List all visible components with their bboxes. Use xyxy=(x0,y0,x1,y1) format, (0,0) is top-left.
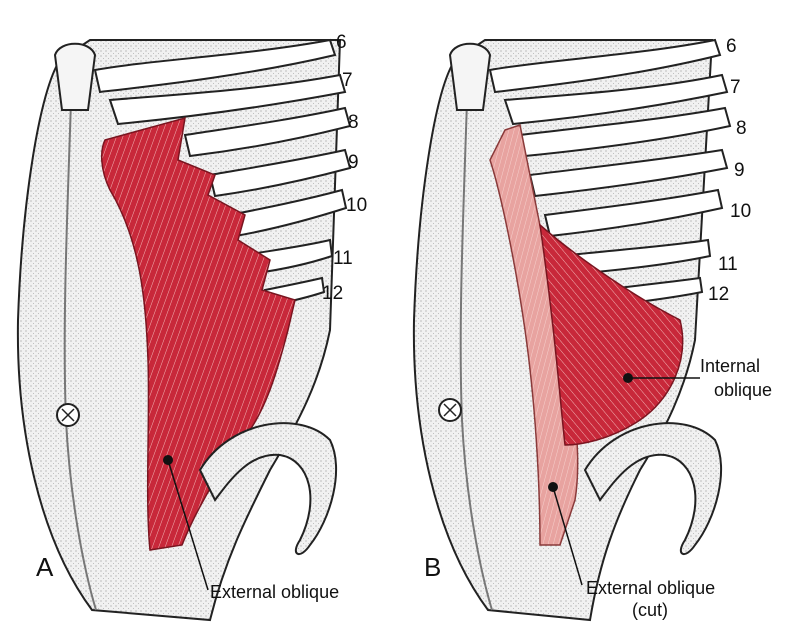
ribs-a xyxy=(93,38,352,308)
label-external-oblique-cut-line2: (cut) xyxy=(632,600,668,620)
rib-number-10-a: 10 xyxy=(346,195,368,216)
rib-number-11-a: 11 xyxy=(333,248,353,269)
rib-9-b xyxy=(528,148,729,198)
rib-number-8-b: 8 xyxy=(736,118,747,139)
umbilicus-a xyxy=(56,403,80,427)
panel-b xyxy=(412,38,732,622)
rib-8-b xyxy=(518,106,732,158)
label-external-oblique-a: External oblique xyxy=(210,582,340,602)
rib-number-9-a: 9 xyxy=(348,152,359,173)
rib-9-a xyxy=(208,148,352,198)
internal-oblique-muscle-b xyxy=(538,223,684,446)
rib-10-b xyxy=(543,188,724,238)
sternum-a xyxy=(53,42,97,111)
label-internal-oblique-line1: Internal xyxy=(700,356,761,376)
rib-number-12-a: 12 xyxy=(322,283,344,304)
rib-11-b xyxy=(568,238,712,276)
rib-number-11-b: 11 xyxy=(718,254,738,275)
rib-number-9-b: 9 xyxy=(734,160,745,181)
rib-number-6-b: 6 xyxy=(726,36,737,57)
panel-letter-a: A xyxy=(36,552,54,582)
iliac-crest-b xyxy=(583,422,723,555)
external-oblique-muscle-a xyxy=(100,116,296,551)
rib-8-a xyxy=(183,106,352,158)
label-internal-oblique-line2: oblique xyxy=(714,380,773,400)
rib-number-12-b: 12 xyxy=(708,284,730,305)
rib-10-a xyxy=(228,188,348,238)
umbilicus-b xyxy=(438,398,462,422)
rib-number-7-a: 7 xyxy=(342,70,353,91)
linea-alba-a xyxy=(63,69,97,611)
iliac-crest-a xyxy=(198,422,338,555)
rib-6-b xyxy=(488,38,722,94)
panel-a xyxy=(16,38,352,622)
sternum-b xyxy=(448,42,492,111)
rib-number-8-a: 8 xyxy=(348,112,359,133)
rib-7-a xyxy=(108,73,347,126)
ribs-b xyxy=(488,38,732,308)
rib-7-b xyxy=(503,73,729,126)
leader-line-external-cut-b xyxy=(552,486,583,586)
panel-letter-b: B xyxy=(424,552,442,582)
rib-number-10-b: 10 xyxy=(730,201,752,222)
rib-number-6-a: 6 xyxy=(336,32,347,53)
leader-line-external-a xyxy=(167,459,209,591)
rib-number-7-b: 7 xyxy=(730,77,741,98)
label-external-oblique-cut-line1: External oblique xyxy=(586,578,716,598)
linea-alba-b xyxy=(459,69,493,611)
rib-6-a xyxy=(93,38,337,94)
